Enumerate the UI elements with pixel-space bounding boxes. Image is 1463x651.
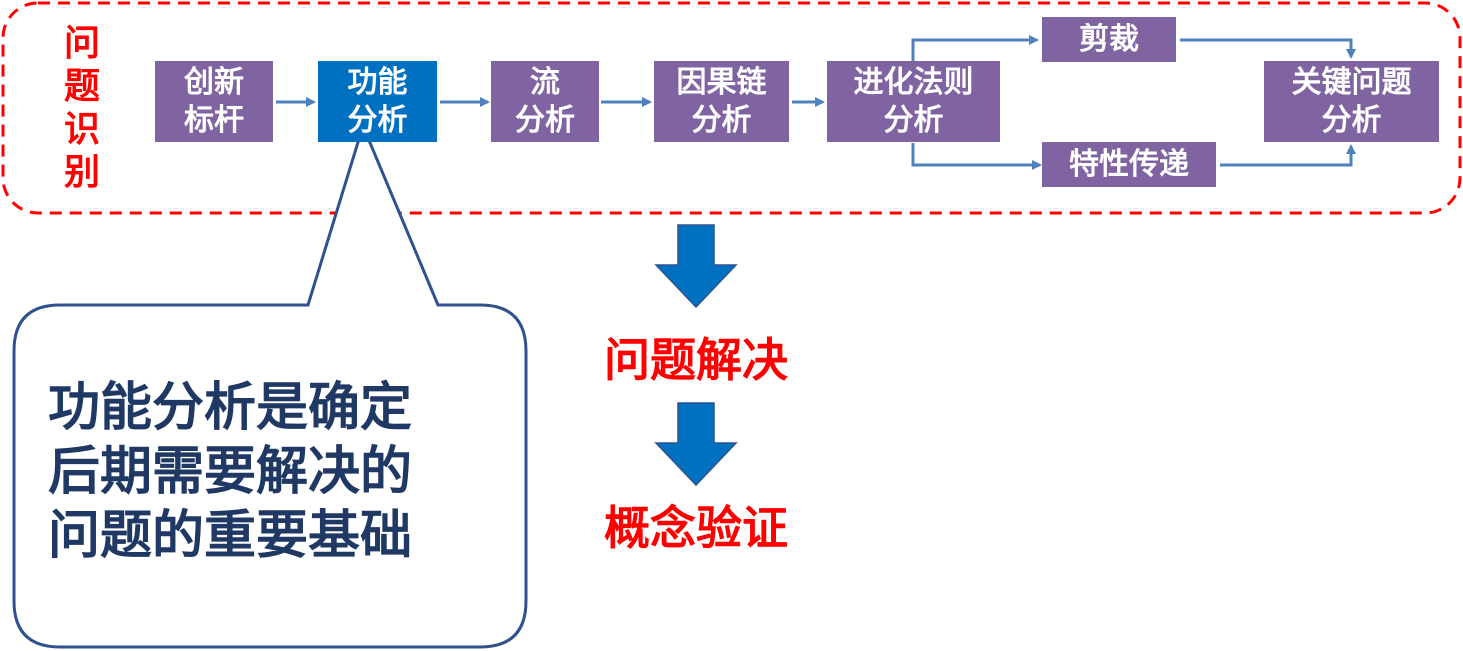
callout-line: 功能分析是确定 xyxy=(48,378,413,438)
problem-identification-label: 问 题 识 别 xyxy=(60,22,104,194)
callout-text: 功能分析是确定 后期需要解决的 问题的重要基础 xyxy=(48,376,488,568)
label-char: 题 xyxy=(63,66,100,107)
stage-concept-verification: 概念验证 xyxy=(604,501,788,555)
step-line: 关键问题 xyxy=(1291,64,1412,100)
step-innovation-benchmark: 创新 标杆 xyxy=(155,61,273,142)
arrow-evolution-to-trimming xyxy=(911,35,1039,61)
step-line: 进化法则 xyxy=(853,64,974,100)
callout-line: 问题的重要基础 xyxy=(48,506,413,566)
step-flow-analysis: 流 分析 xyxy=(491,61,599,142)
arrow-trimming-to-final xyxy=(1180,38,1356,59)
branch-label: 剪裁 xyxy=(1079,21,1139,57)
step-line: 创新 xyxy=(184,64,244,100)
problem-identification-frame xyxy=(1,1,1462,215)
step-causal-chain-analysis: 因果链 分析 xyxy=(654,61,789,142)
label-char: 问 xyxy=(63,23,100,64)
down-arrow-to-solve xyxy=(654,224,738,309)
branch-trait-transfer: 特性传递 xyxy=(1042,142,1216,187)
callout-line: 后期需要解决的 xyxy=(48,442,413,502)
step-line: 分析 xyxy=(347,102,408,138)
callout-bubble xyxy=(12,121,528,649)
step-line: 分析 xyxy=(691,102,752,138)
stage-problem-solving: 问题解决 xyxy=(604,333,788,387)
step-line: 流 xyxy=(530,64,560,100)
label-char: 识 xyxy=(63,109,100,150)
arrow-transfer-to-final xyxy=(1220,144,1356,167)
step-function-analysis: 功能 分析 xyxy=(318,61,437,142)
step-line: 功能 xyxy=(347,64,408,100)
step-line: 分析 xyxy=(1321,102,1382,138)
step-line: 分析 xyxy=(883,102,944,138)
step-key-problem-analysis: 关键问题 分析 xyxy=(1264,61,1439,142)
label-char: 别 xyxy=(63,152,100,193)
arrow-evolution-to-transfer xyxy=(911,143,1042,170)
step-line: 分析 xyxy=(515,102,575,138)
step-evolution-law-analysis: 进化法则 分析 xyxy=(827,61,1000,142)
branch-trimming: 剪裁 xyxy=(1042,17,1176,62)
down-arrow-to-verify xyxy=(654,402,738,487)
branch-label: 特性传递 xyxy=(1069,146,1189,182)
step-line: 标杆 xyxy=(184,102,244,138)
step-line: 因果链 xyxy=(676,64,767,100)
